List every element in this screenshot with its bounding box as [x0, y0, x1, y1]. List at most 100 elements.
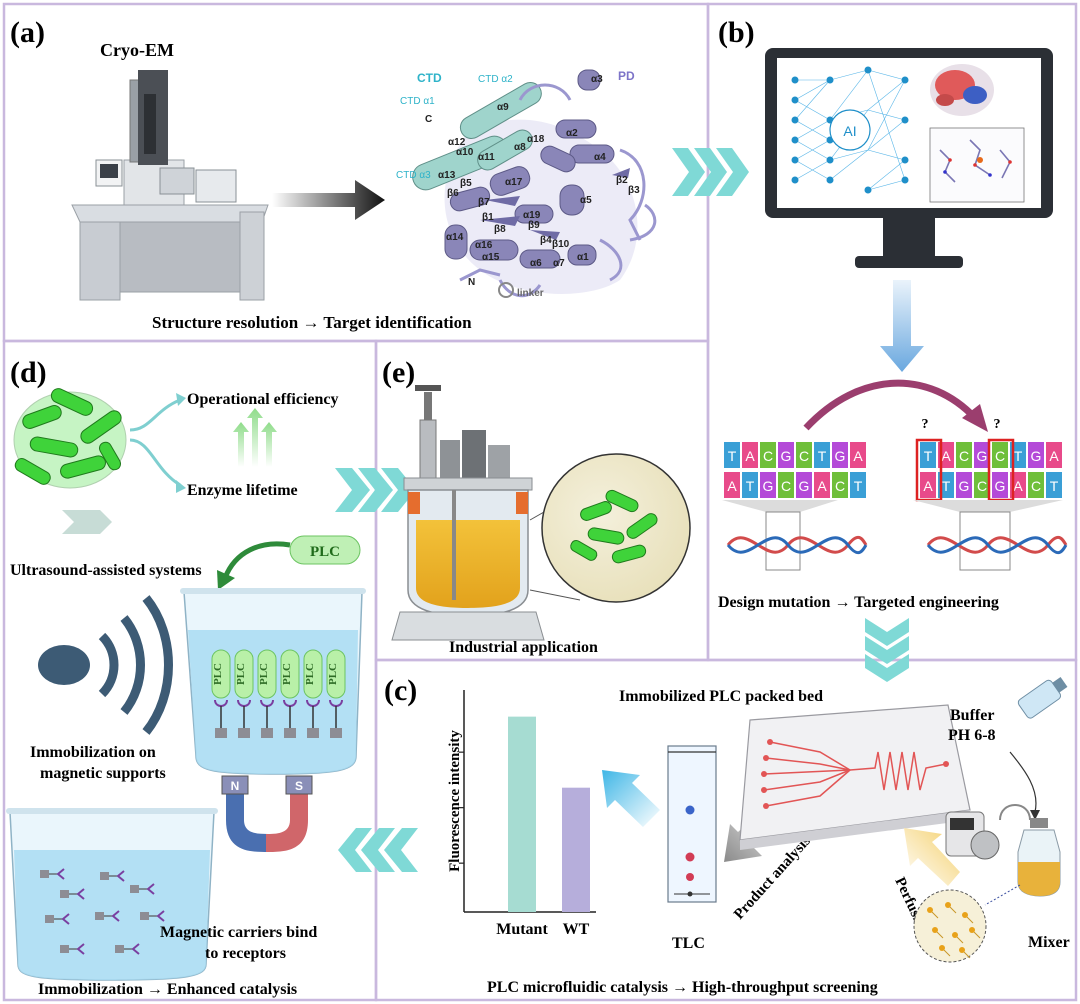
carrier-particle — [100, 872, 109, 880]
lipid-tail — [931, 911, 939, 919]
label-a10: α10 — [456, 147, 474, 158]
lipid-head — [969, 927, 975, 933]
label-a17: α17 — [505, 177, 523, 188]
dna-base-top-label: T — [924, 448, 933, 464]
panel-b-caption: Design mutation → Targeted engineering — [718, 594, 999, 611]
label-a6: α6 — [530, 258, 542, 269]
label-linker: linker — [517, 288, 544, 299]
carrier-receptor — [76, 943, 85, 955]
carrier-receptor — [61, 913, 70, 925]
dna-base-bottom-label: T — [1050, 478, 1059, 494]
dna-base-bottom-label: T — [854, 478, 863, 494]
label-a14: α14 — [446, 232, 464, 243]
arrow-to-structure — [272, 180, 385, 220]
enzyme-lifetime-label: Enzyme lifetime — [187, 482, 298, 499]
label-a1: α1 — [577, 252, 589, 263]
lipid-tail — [973, 931, 981, 939]
magnetic-carrier — [330, 728, 342, 738]
mixer-zoom-line — [984, 884, 1021, 906]
lipid-tail — [936, 931, 944, 939]
bioreactor-illustration — [391, 385, 545, 641]
plc-unit-label: PLC — [327, 663, 339, 685]
dna-base-top-label: G — [835, 448, 846, 464]
label-a3: α3 — [591, 74, 603, 85]
dna-base-top — [760, 442, 776, 468]
carriers-label-line2: to receptors — [205, 945, 286, 962]
carriers-beaker — [6, 808, 218, 981]
panel-c-caption: PLC microfluidic catalysis → High-throug… — [487, 979, 878, 996]
tlc-plate — [667, 745, 717, 903]
dna-base-top — [850, 442, 866, 468]
bar-mutant — [508, 716, 536, 912]
lipid-head — [952, 932, 958, 938]
dna-base-bottom-label: C — [781, 478, 791, 494]
question-mark-right: ? — [994, 417, 1001, 432]
protein-surface-illustration — [930, 64, 994, 116]
chevron-a-to-b — [672, 148, 749, 196]
label-a15: α15 — [482, 252, 500, 263]
lipid-tail — [949, 906, 957, 914]
label-b6: β6 — [447, 188, 459, 199]
lipid-head — [927, 907, 933, 913]
dna-base-top-label: C — [799, 448, 809, 464]
carrier-particle — [60, 890, 69, 898]
mutation-arrow — [803, 379, 978, 431]
immobilization-label-line1: Immobilization on — [30, 744, 156, 761]
dna-base-bottom — [1028, 472, 1044, 498]
magnet-s-label: S — [295, 779, 303, 793]
carrier-receptor — [131, 943, 140, 955]
carrier-receptor — [146, 883, 155, 895]
double-helix-left — [726, 535, 868, 555]
dna-base-top-label: C — [763, 448, 773, 464]
label-b1: β1 — [482, 212, 494, 223]
carrier-receptor — [76, 888, 85, 900]
buffer-arrow — [1009, 751, 1037, 813]
label-c: C — [425, 114, 432, 125]
horseshoe-magnet — [221, 775, 313, 852]
plc-tag-label: PLC — [310, 544, 340, 560]
lipid-head — [939, 945, 945, 951]
plc-unit — [280, 649, 300, 699]
magnetic-carrier — [215, 728, 227, 738]
label-a5: α5 — [580, 195, 592, 206]
plc-unit-label: PLC — [304, 663, 316, 685]
lipid-head — [962, 912, 968, 918]
dna-base-top-label: G — [1031, 448, 1042, 464]
carrier-particle — [115, 945, 124, 953]
branch-up — [129, 398, 181, 432]
y-axis-label: Fluorescence intensity — [447, 730, 463, 872]
label-a11: α11 — [478, 152, 495, 163]
label-b5: β5 — [460, 178, 472, 189]
label-a19: α19 — [523, 210, 541, 221]
panel-d-letter: (d) — [10, 356, 47, 389]
dna-base-bottom-label: G — [959, 478, 970, 494]
dna-base-top — [992, 442, 1008, 468]
ai-label: AI — [843, 123, 856, 139]
panel-c-border — [374, 658, 1078, 1002]
panel-a-caption: Structure resolution → Target identifica… — [152, 313, 472, 332]
dna-base-top-label: A — [745, 448, 755, 464]
lipid-tail — [966, 916, 974, 924]
dna-base-top — [778, 442, 794, 468]
neural-network-nodes — [791, 66, 909, 194]
cryo-em-microscope-illustration — [71, 70, 269, 301]
label-a9: α9 — [497, 102, 509, 113]
dna-base-bottom-label: A — [817, 478, 827, 494]
label-ctd-a2: CTD α2 — [478, 74, 513, 85]
arrow-down-b — [880, 280, 924, 372]
buffer-label-line1: Buffer — [950, 707, 994, 724]
dna-base-bottom-label: T — [942, 478, 951, 494]
active-site-inset — [929, 127, 1025, 203]
carrier-particle — [130, 885, 139, 893]
dna-base-top-label: T — [818, 448, 827, 464]
magnetic-carrier — [238, 728, 250, 738]
label-a2: α2 — [566, 128, 578, 139]
magnet-n-label: N — [231, 779, 240, 793]
label-n: N — [468, 277, 475, 288]
label-b4: β4 — [540, 235, 552, 246]
panel-a-letter: (a) — [10, 16, 45, 49]
magnetic-carrier — [261, 728, 273, 738]
carrier-particle — [45, 915, 54, 923]
plc-tag — [289, 535, 361, 565]
